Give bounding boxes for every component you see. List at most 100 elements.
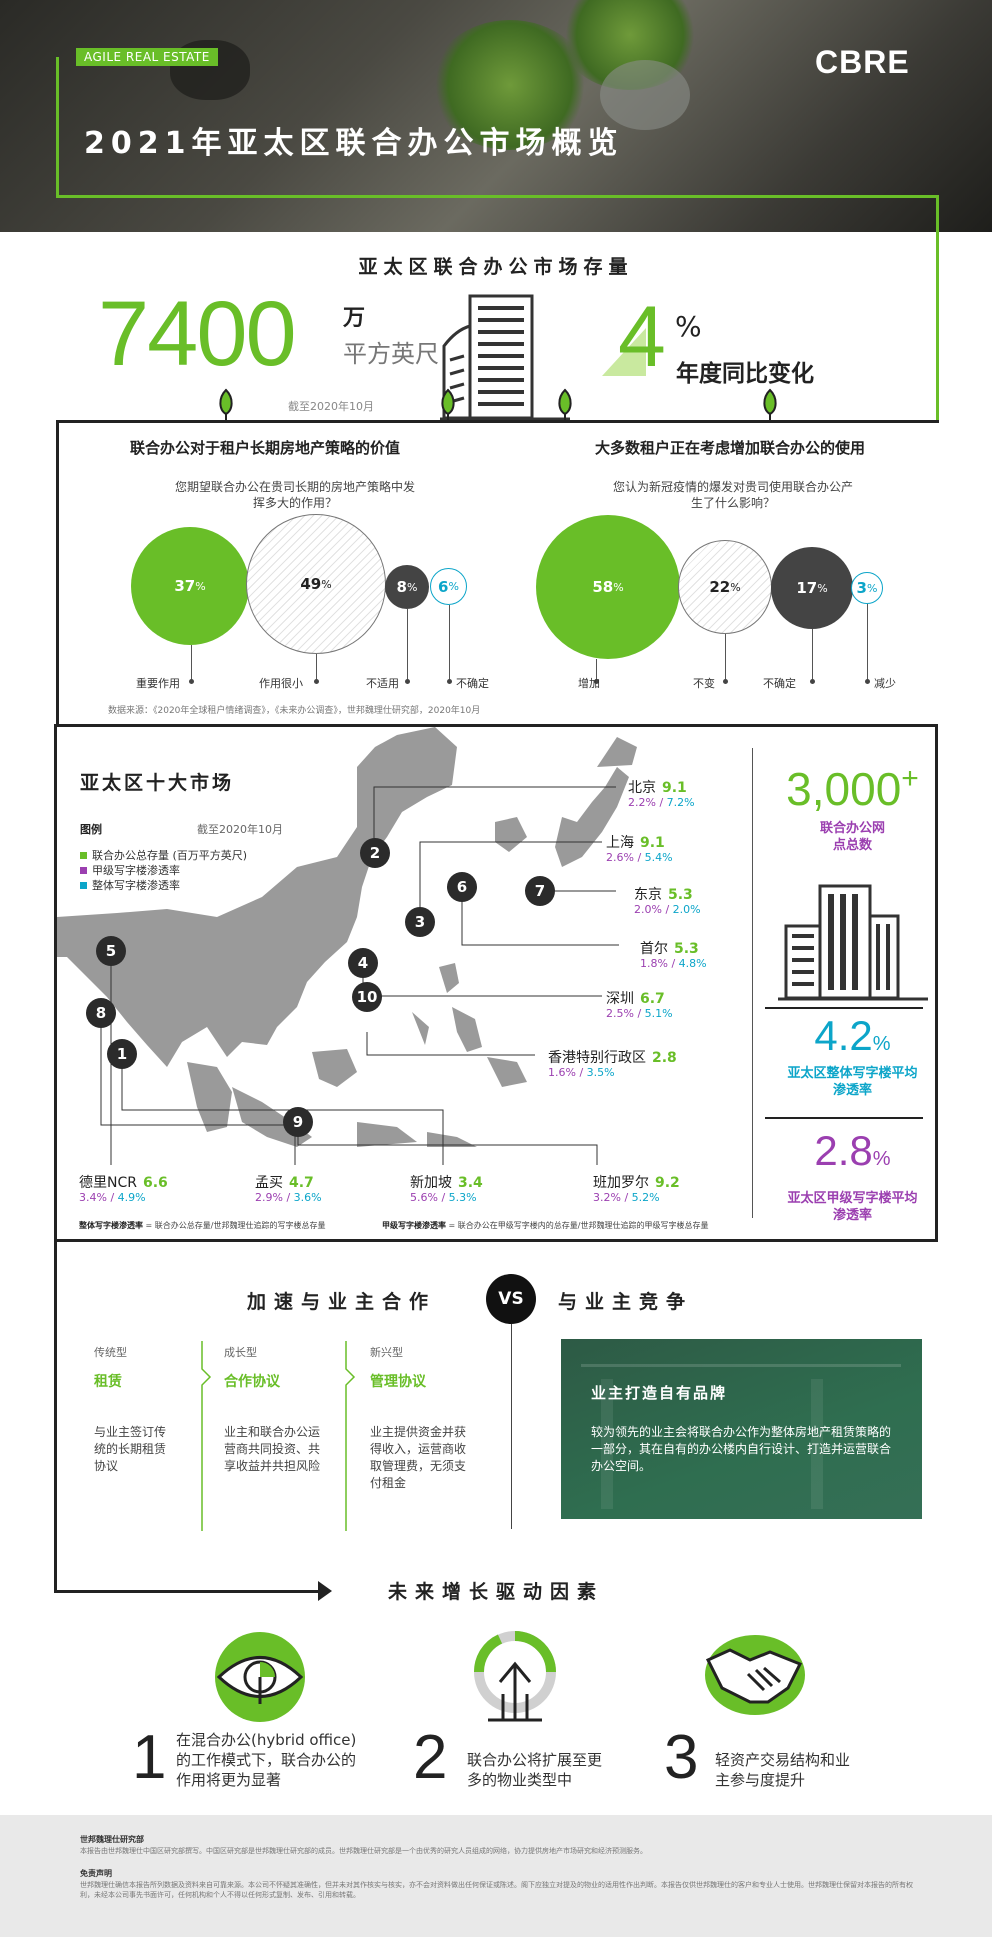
label-important: 重要作用: [136, 677, 180, 690]
versus-right-heading: 与业主竞争: [558, 1291, 694, 1313]
eye-icon: [215, 1632, 305, 1722]
stat-beijing: 2.2% / 7.2%: [628, 796, 695, 809]
side-rule: [765, 1007, 923, 1009]
label-decrease: 减少: [874, 677, 896, 690]
hero-frame-left: [56, 57, 59, 197]
label-little: 作用很小: [259, 677, 303, 690]
tree-icon: [763, 388, 777, 422]
desc-management: 业主提供资金并获得收入，运营商收取管理费，无须支付租金: [370, 1425, 467, 1490]
bubble-little: 49%: [246, 514, 386, 654]
survey-frame-left: [56, 420, 59, 725]
stat-shanghai: 2.6% / 5.4%: [606, 851, 673, 864]
note-grade-a: 甲级写字楼渗透率 = 联合办公在甲级写字楼内的总存量/世邦魏理仕追踪的甲级写字楼…: [382, 1221, 709, 1230]
stock-unit-top: 万: [343, 306, 366, 331]
label-increase: 增加: [578, 677, 600, 690]
model-partnership: 合作协议: [224, 1374, 280, 1390]
outlet-count-label: 联合办公网点总数: [819, 821, 885, 853]
type-emerging: 新兴型: [370, 1346, 403, 1359]
legend-stock: 联合办公总存量 (百万平方英尺): [80, 847, 247, 863]
tree-icon: [558, 388, 572, 422]
marker-beijing: 2: [360, 838, 390, 868]
stat-mumbai: 2.9% / 3.6%: [255, 1191, 322, 1204]
survey-left-title: 联合办公对于租户长期房地产策略的价值: [129, 439, 400, 457]
driver-text-1: 在混合办公(hybrid office) 的工作模式下，联合办公的作用将更为显著: [176, 1731, 357, 1789]
note-overall: 整体写字楼渗透率 = 联合办公总存量/世邦魏理仕追踪的写字楼总存量: [79, 1221, 326, 1230]
outlet-count: 3,000+: [786, 762, 919, 815]
side-divider: [752, 748, 753, 1218]
hero-banner: [0, 0, 992, 232]
markets-heading: 亚太区十大市场: [80, 772, 235, 794]
cbre-logo: CBRE: [815, 44, 910, 80]
desc-lease: 与业主签订传统的长期租赁协议: [94, 1425, 167, 1473]
marker-seoul: 6: [447, 872, 477, 902]
stock-unit-bottom: 平方英尺: [343, 340, 439, 368]
stat-tokyo: 2.0% / 2.0%: [634, 903, 701, 916]
bubble-important: 37%: [131, 527, 249, 645]
bubble-increase: 58%: [536, 515, 680, 659]
footer-disclaimer-title: 免责声明: [80, 1869, 112, 1878]
label-same: 不变: [693, 677, 715, 690]
bubble-same: 22%: [678, 540, 772, 634]
survey-right-title: 大多数租户正在考虑增加联合办公的使用: [594, 439, 865, 457]
marker-mumbai: 8: [86, 998, 116, 1028]
landlord-brand-card: [561, 1339, 922, 1519]
side-rule: [765, 1117, 923, 1119]
markets-frame: [54, 724, 938, 1242]
footer: [0, 1815, 992, 1937]
driver-number-1: 1: [132, 1723, 167, 1792]
overall-penetration: 4.2%: [814, 1012, 891, 1059]
type-traditional: 传统型: [94, 1346, 127, 1359]
stock-value: 7400: [98, 283, 297, 385]
driver-text-2: 联合办公将扩展至更多的物业类型中: [467, 1751, 603, 1789]
overall-penetration-label: 亚太区整体写字楼平均渗透率: [787, 1066, 918, 1098]
bubble-unsure: 6%: [430, 568, 467, 605]
legend-as-of: 截至2020年10月: [197, 823, 283, 836]
marker-tokyo: 7: [525, 876, 555, 906]
grade-a-penetration: 2.8%: [814, 1127, 891, 1174]
versus-frame-bottom: [54, 1590, 322, 1593]
column-divider: [201, 1341, 212, 1531]
label-uncertain: 不确定: [763, 677, 796, 690]
grade-a-penetration-label: 亚太区甲级写字楼平均渗透率: [787, 1191, 918, 1223]
office-tower-icon: [778, 884, 928, 1001]
model-management: 管理协议: [370, 1374, 426, 1390]
change-value: 4: [618, 289, 666, 385]
column-divider: [345, 1341, 356, 1531]
label-na: 不适用: [366, 677, 399, 690]
legend-title: 图例: [80, 823, 102, 836]
tree-icon: [441, 388, 455, 422]
handshake-icon: [705, 1635, 805, 1715]
arrow-right-icon: [318, 1581, 332, 1601]
marker-hongkong: 10: [352, 982, 382, 1012]
marker-shenzhen: 4: [348, 948, 378, 978]
model-lease: 租赁: [94, 1374, 122, 1390]
stat-bangalore: 3.2% / 5.2%: [593, 1191, 660, 1204]
survey-right-question: 您认为新冠疫情的爆发对贵司使用联合办公产生了什么影响？: [612, 480, 853, 510]
stat-seoul: 1.8% / 4.8%: [640, 957, 707, 970]
stock-heading: 亚太区联合办公市场存量: [358, 256, 634, 278]
hero-frame-bottom: [56, 195, 939, 198]
up-arrow-icon: [602, 328, 646, 376]
stat-delhi: 3.4% / 4.9%: [79, 1191, 146, 1204]
footer-research-title: 世邦魏理仕研究部: [80, 1835, 144, 1844]
versus-frame-left: [54, 1240, 57, 1592]
tree-icon: [219, 388, 233, 422]
bubble-na: 8%: [385, 565, 429, 609]
survey-frame-top: [56, 420, 939, 423]
driver-number-2: 2: [413, 1723, 448, 1792]
stock-frame-right: [936, 195, 939, 421]
marker-singapore: 9: [283, 1107, 313, 1137]
marker-bangalore: 1: [107, 1039, 137, 1069]
stock-as-of: 截至2020年10月: [288, 400, 374, 413]
driver-number-3: 3: [664, 1723, 699, 1792]
footer-research-text: 本报告由世邦魏理仕中国区研究部撰写。中国区研究部是世邦魏理仕研究部的成员。世邦魏…: [80, 1847, 647, 1855]
